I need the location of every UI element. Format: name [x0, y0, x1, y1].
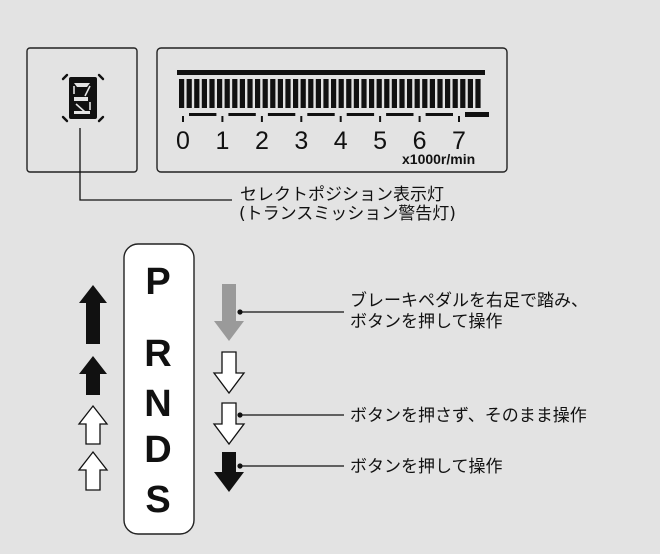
- tachometer-bar: [217, 79, 223, 108]
- tachometer-bar: [399, 79, 405, 108]
- tachometer-tick-label: 5: [373, 127, 387, 155]
- note-p-to-r-line2: ボタンを押して操作: [350, 312, 503, 332]
- tachometer-tick-mark: [379, 116, 382, 122]
- tachometer-scale-segment: [425, 113, 453, 116]
- tachometer-tick-label: 7: [452, 127, 466, 155]
- tachometer-scale-segment: [307, 113, 335, 116]
- note-p-to-r-line1: ブレーキペダルを右足で踏み、: [350, 290, 588, 311]
- tachometer-bar: [414, 79, 420, 108]
- tachometer-tick-label: 0: [176, 127, 190, 155]
- indicator-label-line2: (トランスミッション警告灯): [239, 204, 456, 224]
- tachometer-bar: [201, 79, 207, 108]
- tachometer-bar: [247, 79, 253, 108]
- tachometer-tick-mark: [418, 116, 421, 122]
- down-arrow-outline-upper: [212, 351, 246, 395]
- down-arrow-gray: [214, 284, 244, 341]
- tachometer-bar: [262, 79, 268, 108]
- tachometer-tick-mark: [458, 116, 460, 122]
- up-arrows: [77, 285, 109, 491]
- tachometer-bar: [361, 79, 367, 108]
- indicator-panel: セレクトポジション表示灯 (トランスミッション警告灯): [26, 47, 456, 224]
- tachometer-bar-graph: [179, 79, 481, 108]
- tachometer-redzone-segment: [465, 112, 489, 117]
- tachometer-bar: [285, 79, 291, 108]
- tachometer-bar: [369, 79, 375, 108]
- tachometer-bar: [179, 79, 185, 108]
- tachometer-bar: [239, 79, 245, 108]
- tachometer-bar: [376, 79, 382, 108]
- tachometer-scale-segment: [346, 113, 375, 116]
- tachometer-bar: [437, 79, 443, 108]
- callout-p-to-r: ブレーキペダルを右足で踏み、 ボタンを押して操作: [237, 290, 588, 332]
- tachometer-tick-mark: [182, 116, 184, 122]
- tachometer-bar: [277, 79, 283, 108]
- tachometer-scale-segment: [386, 113, 414, 116]
- tachometer-bar: [300, 79, 306, 108]
- tachometer-scale-segment: [267, 113, 296, 116]
- tachometer-bar: [331, 79, 337, 108]
- tachometer-bar: [467, 79, 473, 108]
- tachometer-bar: [407, 79, 413, 108]
- tachometer-bar: [270, 79, 276, 108]
- up-arrow-solid-large: [79, 285, 107, 344]
- callout-d-to-s: ボタンを押して操作: [237, 457, 503, 477]
- tachometer-tick-label: 3: [294, 127, 308, 155]
- tachometer-scale-segment: [228, 113, 256, 116]
- tachometer-bar: [186, 79, 192, 108]
- tachometer-bar: [445, 79, 451, 108]
- tachometer-bar: [353, 79, 359, 108]
- position-d: D: [144, 429, 171, 471]
- gear-position-digit-icon: [61, 73, 105, 123]
- tachometer-bar: [232, 79, 238, 108]
- note-n-to-d: ボタンを押さず、そのまま操作: [350, 406, 587, 426]
- tachometer-bar: [422, 79, 428, 108]
- position-s: S: [145, 479, 170, 521]
- tachometer-bar: [224, 79, 230, 108]
- tachometer-bar: [255, 79, 261, 108]
- position-n: N: [144, 383, 171, 425]
- tachometer-bar: [429, 79, 435, 108]
- tachometer-tick-mark: [339, 116, 342, 122]
- tachometer-scale-segment: [189, 113, 217, 116]
- down-arrow-outline-lower: [212, 402, 246, 446]
- callout-n-to-d: ボタンを押さず、そのまま操作: [237, 406, 587, 426]
- up-arrow-outline-upper: [77, 404, 109, 445]
- tachometer-tick-label: 2: [255, 127, 269, 155]
- tachometer-tick-mark: [221, 116, 224, 122]
- tachometer-bar: [194, 79, 200, 108]
- tachometer-tick-label: 6: [413, 127, 427, 155]
- note-d-to-s: ボタンを押して操作: [350, 457, 503, 477]
- tachometer-scale-segments: [182, 112, 489, 122]
- tachometer-tick-label: 4: [334, 127, 348, 155]
- tachometer-tick-mark: [260, 116, 263, 122]
- position-p: P: [145, 261, 170, 303]
- indicator-label-line1: セレクトポジション表示灯: [240, 185, 444, 205]
- tachometer-bar: [452, 79, 458, 108]
- tachometer-bar: [460, 79, 466, 108]
- tachometer-bar: [391, 79, 397, 108]
- tachometer-bar: [475, 79, 481, 108]
- tachometer-bar: [308, 79, 314, 108]
- down-arrow-solid: [214, 452, 244, 492]
- tachometer-bar: [346, 79, 352, 108]
- tachometer-tick-label: 1: [215, 127, 229, 155]
- indicator-leader-line: [79, 128, 232, 201]
- down-arrows: [212, 284, 246, 492]
- up-arrow-outline-lower: [77, 450, 109, 491]
- tachometer-top-band: [177, 70, 485, 75]
- tachometer-unit: x1000r/min: [402, 151, 475, 167]
- shift-selector: P R N D S: [123, 243, 195, 535]
- tachometer-bar: [338, 79, 344, 108]
- tachometer-bar: [384, 79, 390, 108]
- position-r: R: [144, 333, 171, 375]
- tachometer-bar: [209, 79, 215, 108]
- tachometer-tick-mark: [300, 116, 303, 122]
- up-arrow-solid-small: [79, 356, 107, 395]
- tachometer-bar: [315, 79, 321, 108]
- tachometer-bar: [293, 79, 299, 108]
- tachometer-bar: [323, 79, 329, 108]
